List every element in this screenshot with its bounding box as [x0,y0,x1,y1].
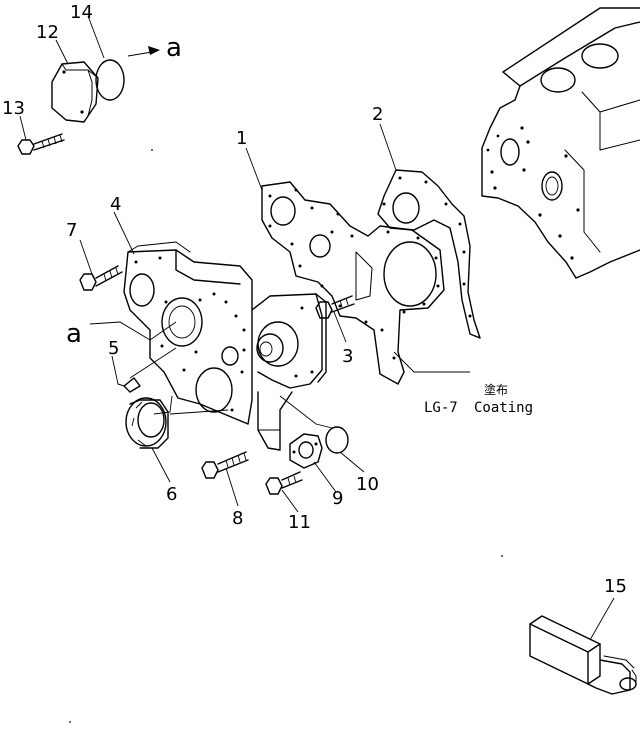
stray-mark [69,721,71,723]
stray-mark [151,149,153,151]
engine-block [481,7,640,279]
part-1-gasket [261,181,445,385]
callout-8: 8 [232,508,243,529]
part-14-o-ring [95,59,125,101]
part-4-front-cover [123,241,253,425]
callout-10: 10 [356,474,379,495]
stray-mark [501,555,503,557]
part-10-o-ring [325,426,349,454]
part-15-coating-tube [529,615,637,695]
callout-11: 11 [288,512,311,533]
part-5-pin [117,377,141,393]
coating-note-code: LG-7 [424,400,458,416]
part-8-bolt [201,451,249,479]
coating-note: 塗布 LG-7 Coating [424,382,533,416]
callout-a-left: a [66,319,82,349]
callout-6: 6 [166,484,177,505]
coating-note-word: Coating [474,400,533,416]
callout-1: 1 [236,128,247,149]
part-9-flange [289,433,323,469]
callout-labels: 1 2 3 4 5 6 7 8 9 10 11 12 13 14 15 a a [2,2,627,597]
pump-housing [251,293,327,451]
part-11-bolt [265,471,303,495]
callout-14: 14 [70,2,93,23]
coating-note-jp: 塗布 [484,382,508,397]
callout-15: 15 [604,576,627,597]
part-6-oil-seal [125,397,169,449]
part-7-bolt [79,265,123,291]
callout-2: 2 [372,104,383,125]
callout-7: 7 [66,220,77,241]
leader-lines [19,15,615,641]
callout-13: 13 [2,98,25,119]
callout-9: 9 [332,488,343,509]
part-2-gasket [377,169,481,339]
part-3-bolt [315,295,355,319]
part-12-cover-plate [51,61,99,123]
callout-12: 12 [36,22,59,43]
part-13-bolt [17,133,65,155]
callout-5: 5 [108,338,119,359]
callout-3: 3 [342,346,353,367]
callout-a-top: a [166,33,182,63]
callout-4: 4 [110,194,121,215]
